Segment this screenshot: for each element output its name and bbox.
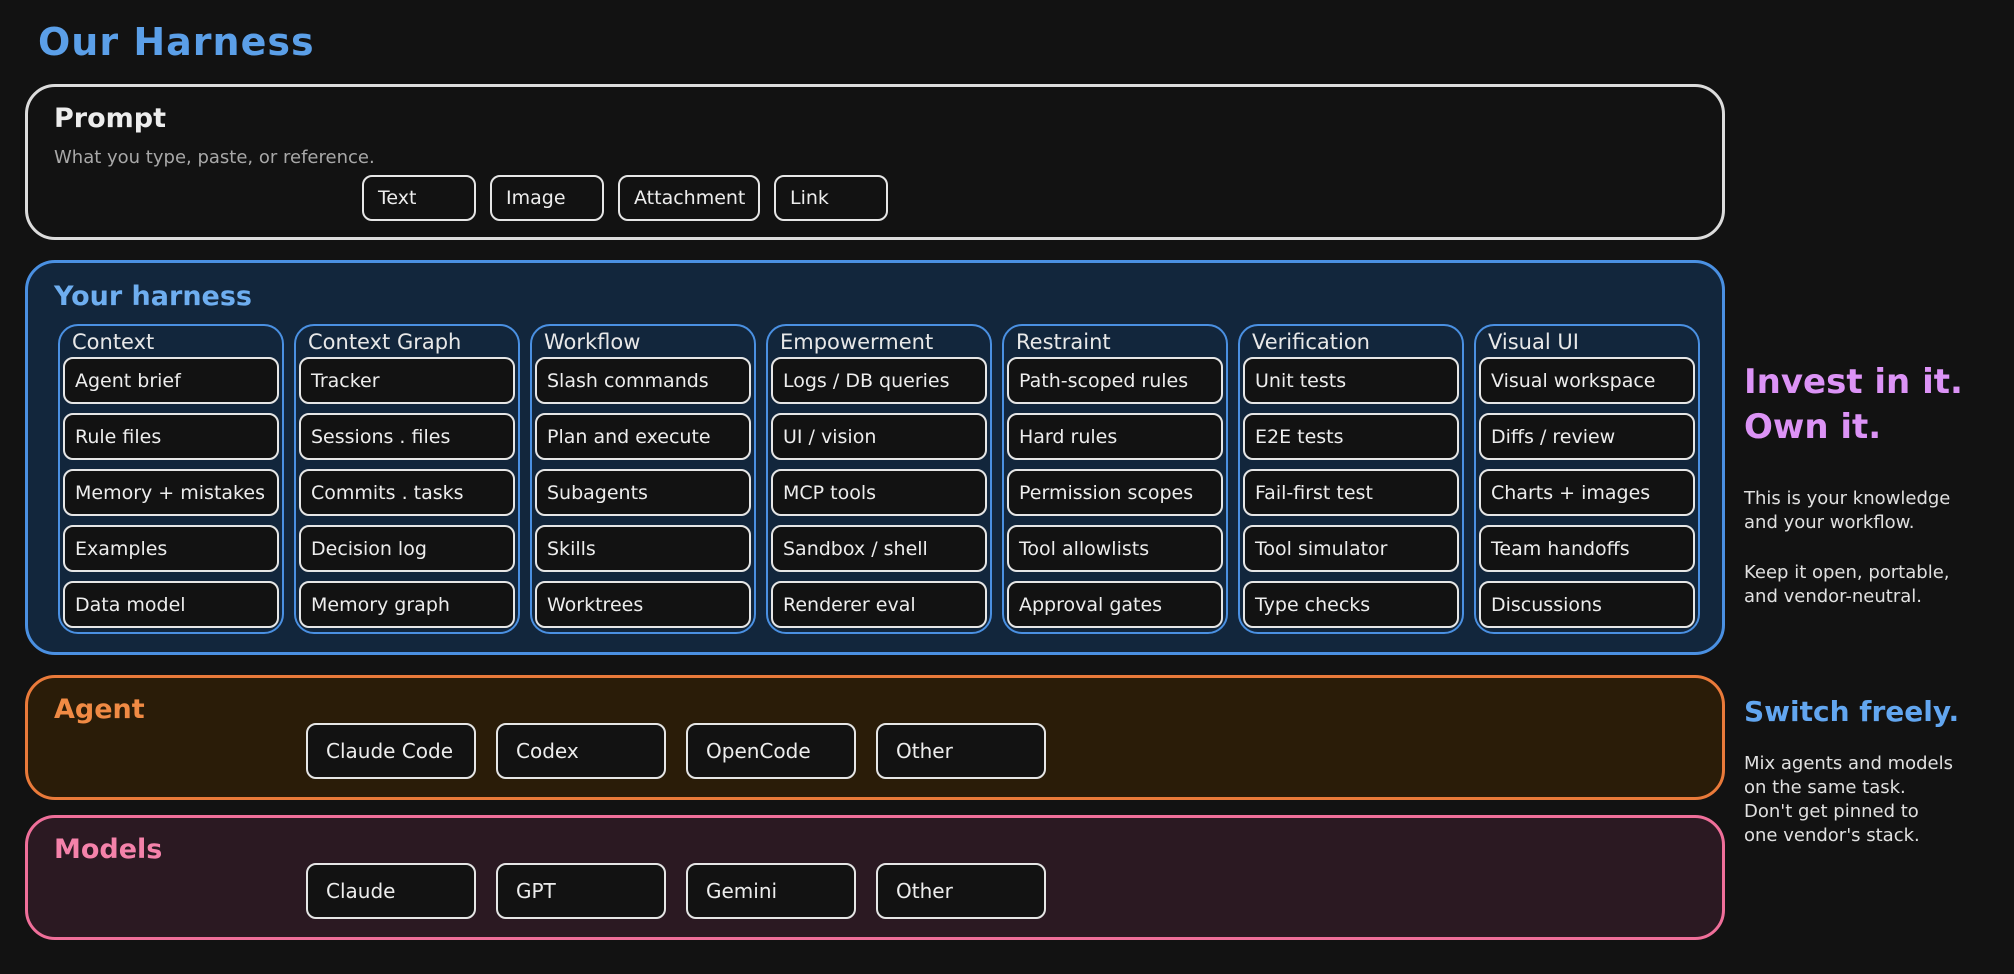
column-item: Plan and execute xyxy=(535,413,751,460)
switch-text-line: Mix agents and models xyxy=(1744,753,1954,774)
column-verification: Verification Unit tests E2E tests Fail-f… xyxy=(1238,324,1464,634)
switch-heading: Switch freely. xyxy=(1744,695,1960,728)
agent-chip-other: Other xyxy=(876,723,1046,779)
column-item: Discussions xyxy=(1479,581,1695,628)
agent-chip-opencode: OpenCode xyxy=(686,723,856,779)
column-item: Tool allowlists xyxy=(1007,525,1223,572)
column-item: E2E tests xyxy=(1243,413,1459,460)
column-item: Agent brief xyxy=(63,357,279,404)
prompt-chip-text: Text xyxy=(362,175,476,221)
column-title: Verification xyxy=(1252,330,1370,354)
prompt-chip-link: Link xyxy=(774,175,888,221)
column-item: Commits . tasks xyxy=(299,469,515,516)
agent-chip-row: Claude Code Codex OpenCode Other xyxy=(306,723,1046,779)
prompt-subtitle: What you type, paste, or reference. xyxy=(54,147,375,168)
column-restraint: Restraint Path-scoped rules Hard rules P… xyxy=(1002,324,1228,634)
column-item: Approval gates xyxy=(1007,581,1223,628)
column-title: Context xyxy=(72,330,155,354)
models-chip-row: Claude GPT Gemini Other xyxy=(306,863,1046,919)
model-chip-gpt: GPT xyxy=(496,863,666,919)
column-item: Tool simulator xyxy=(1243,525,1459,572)
column-item: Examples xyxy=(63,525,279,572)
column-item: MCP tools xyxy=(771,469,987,516)
column-item: Logs / DB queries xyxy=(771,357,987,404)
agent-chip-claude-code: Claude Code xyxy=(306,723,476,779)
invest-text-line: and vendor-neutral. xyxy=(1744,586,1923,607)
invest-text-line: This is your knowledge xyxy=(1744,488,1951,509)
column-item: Visual workspace xyxy=(1479,357,1695,404)
column-item: Decision log xyxy=(299,525,515,572)
column-item: Permission scopes xyxy=(1007,469,1223,516)
column-item: UI / vision xyxy=(771,413,987,460)
column-context: Context Agent brief Rule files Memory + … xyxy=(58,324,284,634)
invest-heading-line2: Own it. xyxy=(1744,407,1882,447)
invest-heading-line1: Invest in it. xyxy=(1744,362,1963,402)
models-section: Models Claude GPT Gemini Other xyxy=(25,815,1725,940)
column-empowerment: Empowerment Logs / DB queries UI / visio… xyxy=(766,324,992,634)
column-item: Memory graph xyxy=(299,581,515,628)
column-title: Restraint xyxy=(1016,330,1111,354)
column-title: Context Graph xyxy=(308,330,462,354)
column-item: Charts + images xyxy=(1479,469,1695,516)
column-item: Sessions . files xyxy=(299,413,515,460)
model-chip-claude: Claude xyxy=(306,863,476,919)
column-item: Skills xyxy=(535,525,751,572)
agent-title: Agent xyxy=(54,694,145,725)
agent-section: Agent Claude Code Codex OpenCode Other xyxy=(25,675,1725,800)
column-title: Visual UI xyxy=(1488,330,1579,354)
column-item: Subagents xyxy=(535,469,751,516)
agent-chip-codex: Codex xyxy=(496,723,666,779)
page-title: Our Harness xyxy=(38,20,315,64)
harness-section: Your harness Context Agent brief Rule fi… xyxy=(25,260,1725,655)
column-context-graph: Context Graph Tracker Sessions . files C… xyxy=(294,324,520,634)
column-item: Slash commands xyxy=(535,357,751,404)
column-item: Diffs / review xyxy=(1479,413,1695,460)
column-item: Renderer eval xyxy=(771,581,987,628)
column-item: Hard rules xyxy=(1007,413,1223,460)
prompt-chip-attachment: Attachment xyxy=(618,175,760,221)
models-title: Models xyxy=(54,834,163,865)
column-item: Unit tests xyxy=(1243,357,1459,404)
column-item: Type checks xyxy=(1243,581,1459,628)
harness-title: Your harness xyxy=(54,281,252,312)
prompt-title: Prompt xyxy=(54,103,167,134)
switch-text-line: one vendor's stack. xyxy=(1744,825,1920,846)
column-title: Workflow xyxy=(544,330,641,354)
column-visual-ui: Visual UI Visual workspace Diffs / revie… xyxy=(1474,324,1700,634)
invest-text-line: Keep it open, portable, xyxy=(1744,562,1950,583)
column-item: Memory + mistakes xyxy=(63,469,279,516)
column-item: Path-scoped rules xyxy=(1007,357,1223,404)
prompt-section: Prompt What you type, paste, or referenc… xyxy=(25,84,1725,240)
column-title: Empowerment xyxy=(780,330,934,354)
prompt-chip-row: Text Image Attachment Link xyxy=(362,175,888,221)
switch-text-line: Don't get pinned to xyxy=(1744,801,1919,822)
column-item: Team handoffs xyxy=(1479,525,1695,572)
switch-text-line: on the same task. xyxy=(1744,777,1906,798)
column-item: Worktrees xyxy=(535,581,751,628)
column-item: Tracker xyxy=(299,357,515,404)
column-item: Data model xyxy=(63,581,279,628)
model-chip-other: Other xyxy=(876,863,1046,919)
model-chip-gemini: Gemini xyxy=(686,863,856,919)
invest-text-line: and your workflow. xyxy=(1744,512,1915,533)
column-item: Sandbox / shell xyxy=(771,525,987,572)
column-item: Fail-first test xyxy=(1243,469,1459,516)
harness-columns: Context Agent brief Rule files Memory + … xyxy=(58,324,1700,634)
column-item: Rule files xyxy=(63,413,279,460)
column-workflow: Workflow Slash commands Plan and execute… xyxy=(530,324,756,634)
prompt-chip-image: Image xyxy=(490,175,604,221)
